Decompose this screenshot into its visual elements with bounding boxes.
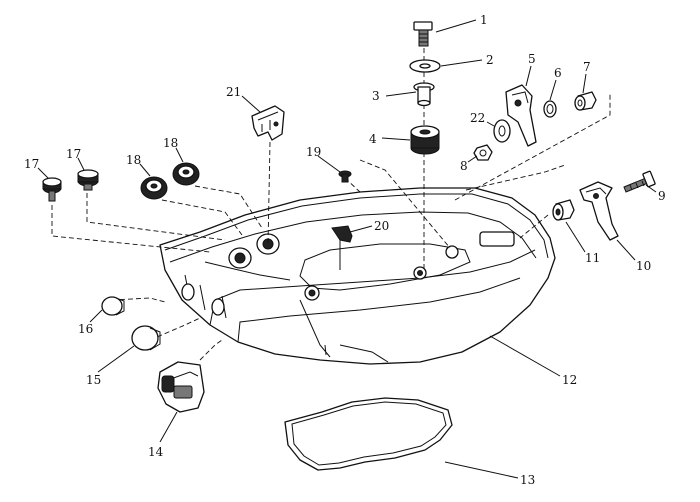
part-label-18-right: 18 bbox=[163, 136, 178, 150]
part-label-2: 2 bbox=[486, 53, 494, 67]
part-label-3: 3 bbox=[372, 89, 380, 103]
grommet-17-right bbox=[77, 169, 99, 191]
grommet-4 bbox=[410, 125, 440, 155]
bracket-21 bbox=[251, 105, 285, 141]
lever-bracket-10 bbox=[579, 181, 619, 241]
grommet-18-right bbox=[172, 162, 200, 186]
collar-3 bbox=[413, 82, 435, 107]
bolt-1 bbox=[413, 21, 433, 47]
part-label-22: 22 bbox=[470, 111, 485, 125]
part-label-6: 6 bbox=[554, 66, 562, 80]
plug-15 bbox=[131, 325, 161, 351]
bushing-11 bbox=[552, 199, 575, 221]
part-label-1: 1 bbox=[480, 13, 488, 27]
part-label-12: 12 bbox=[562, 373, 577, 387]
part-label-8: 8 bbox=[460, 159, 468, 173]
gasket-13 bbox=[284, 397, 453, 471]
grommet-18-left bbox=[140, 176, 168, 200]
part-label-20: 20 bbox=[374, 219, 389, 233]
bolt-9 bbox=[623, 170, 656, 193]
washer-2 bbox=[409, 59, 441, 73]
grommet-17-left bbox=[42, 177, 62, 202]
leader-lines bbox=[37, 19, 657, 479]
part-label-16: 16 bbox=[78, 322, 93, 336]
part-label-14: 14 bbox=[148, 445, 164, 459]
screw-19 bbox=[338, 170, 352, 183]
plug-16 bbox=[101, 296, 125, 316]
part-label-15: 15 bbox=[86, 373, 101, 387]
part-label-17-left: 17 bbox=[24, 157, 39, 171]
lower-cowl-12 bbox=[159, 187, 556, 365]
part-label-13: 13 bbox=[520, 473, 535, 487]
part-label-11: 11 bbox=[585, 251, 600, 265]
part-label-7: 7 bbox=[583, 60, 591, 74]
latch-14 bbox=[157, 361, 205, 413]
bushing-7 bbox=[574, 91, 597, 111]
part-number-labels: 1 2 3 4 5 6 7 8 9 10 11 12 13 14 15 16 1… bbox=[24, 13, 666, 487]
clip-20 bbox=[331, 225, 353, 270]
part-label-4: 4 bbox=[369, 132, 377, 146]
part-label-21: 21 bbox=[226, 85, 241, 99]
part-label-5: 5 bbox=[528, 52, 536, 66]
part-label-10: 10 bbox=[636, 259, 651, 273]
bracket-5 bbox=[505, 84, 537, 147]
nut-8 bbox=[473, 144, 493, 161]
part-label-19: 19 bbox=[306, 145, 321, 159]
washer-22 bbox=[493, 119, 511, 143]
part-label-18-left: 18 bbox=[126, 153, 141, 167]
part-label-17-right: 17 bbox=[66, 147, 81, 161]
part-label-9: 9 bbox=[658, 189, 666, 203]
o-ring-6 bbox=[543, 100, 557, 118]
